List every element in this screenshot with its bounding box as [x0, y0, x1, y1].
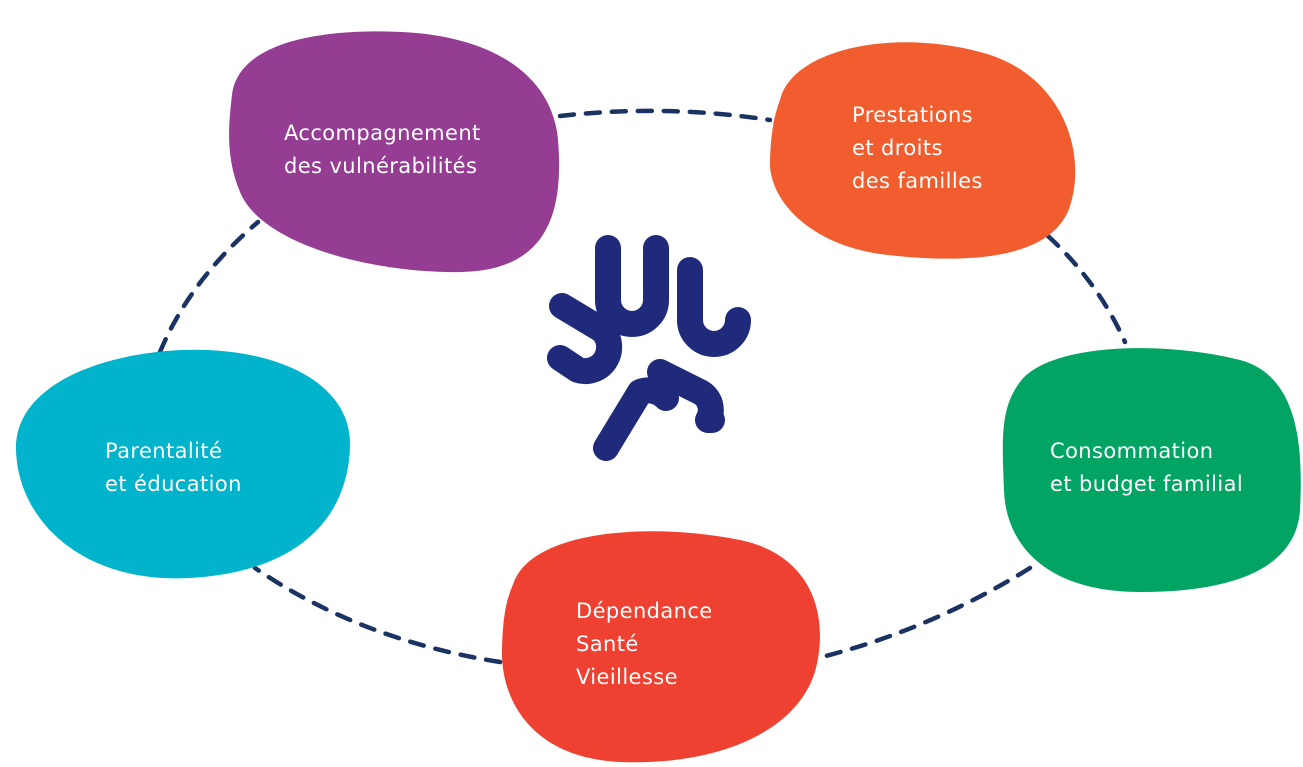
- label-line: et éducation: [105, 472, 242, 496]
- dashed-ring: [157, 108, 1128, 665]
- blob-dependance: [501, 531, 821, 763]
- label-line: et budget familial: [1050, 472, 1243, 496]
- label-line: des familles: [852, 169, 983, 193]
- label-line: Santé: [576, 632, 639, 656]
- blob-parentalite: [15, 349, 351, 579]
- blob-consommation: [1002, 348, 1301, 592]
- label-line: des vulnérabilités: [284, 154, 477, 178]
- label-dependance: Dépendance Santé Vieillesse: [576, 599, 720, 689]
- connector-purple-orange: [557, 108, 773, 123]
- label-line: Accompagnement: [284, 121, 481, 145]
- blob-prestations: [769, 42, 1076, 259]
- logo-arc-right: [677, 257, 751, 357]
- logo-arc-bottom-left: [593, 377, 679, 461]
- logo-arc-top: [595, 235, 669, 337]
- label-prestations: Prestations et droits des familles: [852, 103, 983, 193]
- blob-accompagnement: [229, 31, 560, 273]
- label-line: et droits: [852, 136, 943, 160]
- connector-orange-green: [1045, 233, 1128, 345]
- label-line: Prestations: [852, 103, 973, 127]
- connector-teal-purple: [157, 219, 261, 355]
- logo-arc-left: [547, 293, 623, 385]
- label-accompagnement: Accompagnement des vulnérabilités: [284, 121, 488, 178]
- label-line: Consommation: [1050, 439, 1213, 463]
- label-line: Vieillesse: [576, 665, 678, 689]
- logo-arc-bottom-right: [647, 359, 725, 433]
- unaf-logo-icon: [547, 235, 751, 461]
- label-consommation: Consommation et budget familial: [1050, 439, 1243, 496]
- connector-red-teal: [252, 565, 503, 665]
- label-line: Dépendance: [576, 599, 713, 623]
- connector-green-red: [815, 565, 1033, 661]
- label-parentalite: Parentalité et éducation: [105, 439, 242, 496]
- label-line: Parentalité: [105, 439, 222, 463]
